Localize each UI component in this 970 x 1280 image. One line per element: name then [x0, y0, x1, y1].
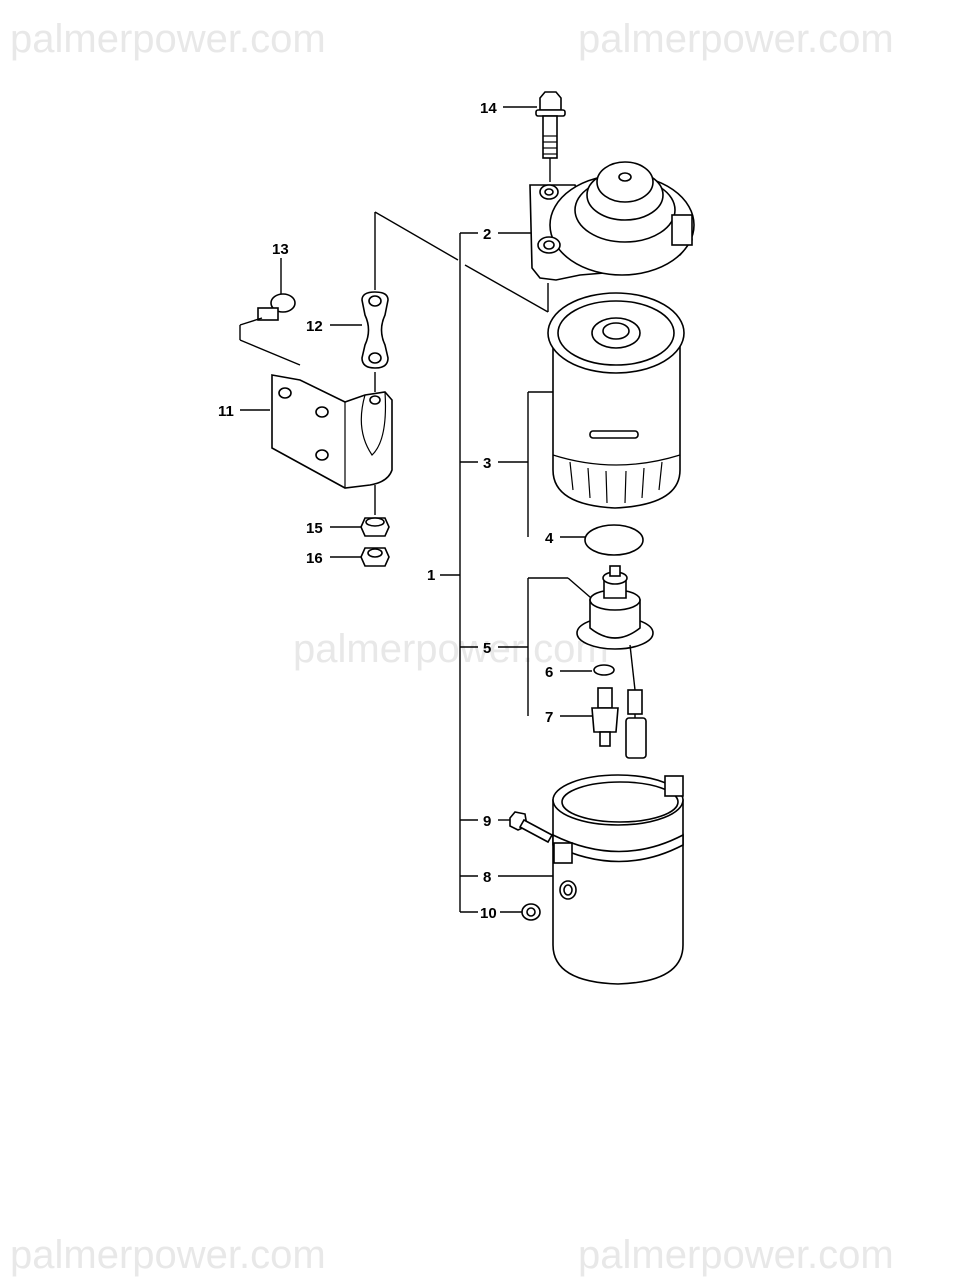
part-8-filter-bowl — [498, 774, 684, 985]
callout-16: 16 — [306, 550, 323, 567]
part-15-nut — [330, 517, 390, 537]
part-12-clamp-plate — [330, 291, 389, 369]
callout-8: 8 — [483, 869, 491, 886]
callout-11: 11 — [218, 403, 234, 420]
assembly-leader-lines — [374, 211, 549, 515]
callout-6: 6 — [545, 664, 553, 681]
callout-13: 13 — [272, 241, 289, 258]
part-11-mounting-bracket — [240, 374, 393, 489]
callout-9: 9 — [483, 813, 491, 830]
part-14-flange-bolt — [503, 91, 566, 182]
callout-7: 7 — [545, 709, 553, 726]
part-13-bolt — [239, 258, 301, 366]
callout-14: 14 — [480, 100, 497, 117]
callout-5: 5 — [483, 640, 491, 657]
watermark-top-right: palmerpower.com — [578, 17, 894, 61]
part-3-filter-element — [498, 292, 685, 537]
watermark-bottom-right: palmerpower.com — [578, 1233, 894, 1277]
part-5-priming-pump — [498, 565, 654, 716]
part-2-filter-head — [498, 161, 695, 281]
callout-1: 1 — [427, 567, 435, 584]
callout-2: 2 — [483, 226, 491, 243]
part-4-o-ring — [560, 524, 644, 556]
part-9-clamp-bolt — [498, 811, 554, 844]
callout-4: 4 — [545, 530, 554, 547]
watermark-top-left: palmerpower.com — [10, 17, 326, 61]
callout-10: 10 — [480, 905, 497, 922]
watermark-center: palmerpower.com — [293, 627, 609, 671]
part-7-sensor — [560, 687, 647, 759]
callout-12: 12 — [306, 318, 323, 335]
part-6-small-o-ring — [560, 664, 615, 676]
part-16-nut — [330, 547, 390, 567]
callout-3: 3 — [483, 455, 491, 472]
group-bracket-1 — [440, 232, 478, 913]
watermark-bottom-left: palmerpower.com — [10, 1233, 326, 1277]
callout-15: 15 — [306, 520, 323, 537]
part-10-washer — [500, 903, 541, 921]
